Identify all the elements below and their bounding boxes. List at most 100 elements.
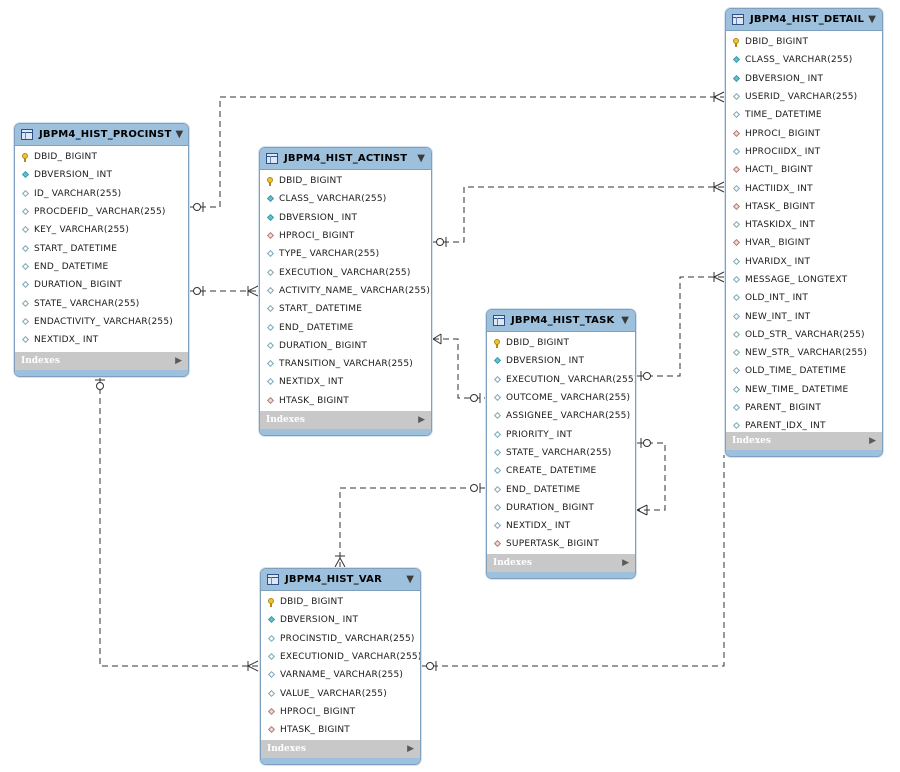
column-name: OLD_TIME_ DATETIME [745, 366, 847, 377]
collapse-arrow-icon[interactable]: ▼ [417, 153, 425, 164]
indexes-section[interactable]: Indexes ▶ [487, 554, 635, 572]
column-row[interactable]: PRIORITY_ INT [487, 425, 635, 443]
column-row[interactable]: SUPERTASK_ BIGINT [487, 535, 635, 553]
column-row[interactable]: NEW_STR_ VARCHAR(255) [726, 344, 882, 362]
column-name: DBID_ BIGINT [34, 152, 98, 163]
entity-jbpm4-hist-task[interactable]: JBPM4_HIST_TASK ▼ DBID_ BIGINT DBVERSION… [486, 309, 636, 579]
column-row[interactable]: STATE_ VARCHAR(255) [487, 444, 635, 462]
column-row[interactable]: PROCDEFID_ VARCHAR(255) [15, 203, 188, 221]
column-name: HVAR_ BIGINT [745, 238, 811, 249]
column-row[interactable]: CLASS_ VARCHAR(255) [260, 190, 431, 208]
column-row[interactable]: NEW_TIME_ DATETIME [726, 381, 882, 399]
column-row[interactable]: DBID_ BIGINT [260, 172, 431, 190]
column-row[interactable]: HTASK_ BIGINT [260, 392, 431, 410]
column-row[interactable]: VALUE_ VARCHAR(255) [261, 684, 420, 702]
column-row[interactable]: DURATION_ BIGINT [15, 276, 188, 294]
column-row[interactable]: VARNAME_ VARCHAR(255) [261, 666, 420, 684]
column-row[interactable]: PARENT_ BIGINT [726, 399, 882, 417]
column-row[interactable]: DURATION_ BIGINT [260, 337, 431, 355]
entity-header[interactable]: JBPM4_HIST_TASK ▼ [487, 310, 635, 332]
column-row[interactable]: CLASS_ VARCHAR(255) [726, 51, 882, 69]
entity-footer [15, 370, 188, 376]
column-row[interactable]: USERID_ VARCHAR(255) [726, 88, 882, 106]
expand-arrow-icon[interactable]: ▶ [869, 436, 876, 446]
indexes-section[interactable]: Indexes ▶ [261, 740, 420, 758]
column-row[interactable]: ID_ VARCHAR(255) [15, 185, 188, 203]
column-row[interactable]: TIME_ DATETIME [726, 106, 882, 124]
column-row[interactable]: DBVERSION_ INT [487, 352, 635, 370]
column-row[interactable]: NEXTIDX_ INT [15, 331, 188, 349]
column-row[interactable]: CREATE_ DATETIME [487, 462, 635, 480]
indexes-section[interactable]: Indexes ▶ [15, 352, 188, 370]
column-row[interactable]: DBVERSION_ INT [260, 209, 431, 227]
entity-jbpm4-hist-procinst[interactable]: JBPM4_HIST_PROCINST ▼ DBID_ BIGINT DBVER… [14, 123, 189, 377]
column-row[interactable]: NEXTIDX_ INT [487, 517, 635, 535]
column-row[interactable]: HVAR_ BIGINT [726, 234, 882, 252]
column-row[interactable]: KEY_ VARCHAR(255) [15, 221, 188, 239]
collapse-arrow-icon[interactable]: ▼ [175, 129, 184, 140]
column-name: DURATION_ BIGINT [279, 340, 368, 351]
column-row[interactable]: HTASKIDX_ INT [726, 216, 882, 234]
entity-header[interactable]: JBPM4_HIST_VAR ▼ [261, 569, 420, 591]
column-row[interactable]: OUTCOME_ VARCHAR(255) [487, 389, 635, 407]
column-row[interactable]: HPROCIIDX_ INT [726, 143, 882, 161]
column-row[interactable]: HACTIIDX_ INT [726, 179, 882, 197]
column-row[interactable]: HVARIDX_ INT [726, 253, 882, 271]
column-row[interactable]: HPROCI_ BIGINT [726, 124, 882, 142]
column-row[interactable]: DBID_ BIGINT [261, 593, 420, 611]
entity-header[interactable]: JBPM4_HIST_ACTINST ▼ [260, 148, 431, 170]
column-row[interactable]: DURATION_ BIGINT [487, 499, 635, 517]
collapse-arrow-icon[interactable]: ▼ [621, 315, 629, 326]
column-name: KEY_ VARCHAR(255) [34, 225, 130, 236]
column-row[interactable]: ENDACTIVITY_ VARCHAR(255) [15, 313, 188, 331]
column-row[interactable]: HACTI_ BIGINT [726, 161, 882, 179]
column-row[interactable]: ASSIGNEE_ VARCHAR(255) [487, 407, 635, 425]
column-row[interactable]: DBID_ BIGINT [726, 33, 882, 51]
column-row[interactable]: PROCINSTID_ VARCHAR(255) [261, 630, 420, 648]
column-row[interactable]: EXECUTIONID_ VARCHAR(255) [261, 648, 420, 666]
column-row[interactable]: END_ DATETIME [15, 258, 188, 276]
column-row[interactable]: PARENT_IDX_ INT [726, 417, 882, 435]
column-row[interactable]: STATE_ VARCHAR(255) [15, 294, 188, 312]
column-row[interactable]: OLD_TIME_ DATETIME [726, 362, 882, 380]
column-row[interactable]: OLD_STR_ VARCHAR(255) [726, 326, 882, 344]
column-row[interactable]: ACTIVITY_NAME_ VARCHAR(255) [260, 282, 431, 300]
column-row[interactable]: HPROCI_ BIGINT [260, 227, 431, 245]
column-row[interactable]: OLD_INT_ INT [726, 289, 882, 307]
column-row[interactable]: END_ DATETIME [260, 318, 431, 336]
indexes-label: Indexes [267, 744, 306, 754]
entity-jbpm4-hist-var[interactable]: JBPM4_HIST_VAR ▼ DBID_ BIGINT DBVERSION_… [260, 568, 421, 765]
column-row[interactable]: NEXTIDX_ INT [260, 373, 431, 391]
column-row[interactable]: EXECUTION_ VARCHAR(255) [260, 263, 431, 281]
entity-jbpm4-hist-actinst[interactable]: JBPM4_HIST_ACTINST ▼ DBID_ BIGINT CLASS_… [259, 147, 432, 436]
expand-arrow-icon[interactable]: ▶ [407, 744, 414, 754]
expand-arrow-icon[interactable]: ▶ [175, 356, 182, 366]
column-row[interactable]: TRANSITION_ VARCHAR(255) [260, 355, 431, 373]
column-row[interactable]: DBVERSION_ INT [726, 70, 882, 88]
entity-jbpm4-hist-detail[interactable]: JBPM4_HIST_DETAIL ▼ DBID_ BIGINT CLASS_ … [725, 8, 883, 457]
column-row[interactable]: HTASK_ BIGINT [726, 198, 882, 216]
column-row[interactable]: START_ DATETIME [260, 300, 431, 318]
column-row[interactable]: END_ DATETIME [487, 480, 635, 498]
expand-arrow-icon[interactable]: ▶ [418, 415, 425, 425]
collapse-arrow-icon[interactable]: ▼ [868, 14, 876, 25]
column-row[interactable]: HTASK_ BIGINT [261, 721, 420, 739]
column-row[interactable]: DBID_ BIGINT [15, 148, 188, 166]
column-row[interactable]: NEW_INT_ INT [726, 307, 882, 325]
column-row[interactable]: DBVERSION_ INT [261, 611, 420, 629]
nullable-column-icon [732, 422, 741, 431]
column-row[interactable]: START_ DATETIME [15, 239, 188, 257]
indexes-section[interactable]: Indexes ▶ [260, 411, 431, 429]
column-row[interactable]: HPROCI_ BIGINT [261, 703, 420, 721]
indexes-section[interactable]: Indexes ▶ [726, 432, 882, 450]
expand-arrow-icon[interactable]: ▶ [622, 558, 629, 568]
column-row[interactable]: DBID_ BIGINT [487, 334, 635, 352]
column-row[interactable]: MESSAGE_ LONGTEXT [726, 271, 882, 289]
column-row[interactable]: EXECUTION_ VARCHAR(255) [487, 371, 635, 389]
collapse-arrow-icon[interactable]: ▼ [406, 574, 414, 585]
column-row[interactable]: DBVERSION_ INT [15, 166, 188, 184]
column-row[interactable]: TYPE_ VARCHAR(255) [260, 245, 431, 263]
entity-header[interactable]: JBPM4_HIST_PROCINST ▼ [15, 124, 188, 146]
entity-header[interactable]: JBPM4_HIST_DETAIL ▼ [726, 9, 882, 31]
